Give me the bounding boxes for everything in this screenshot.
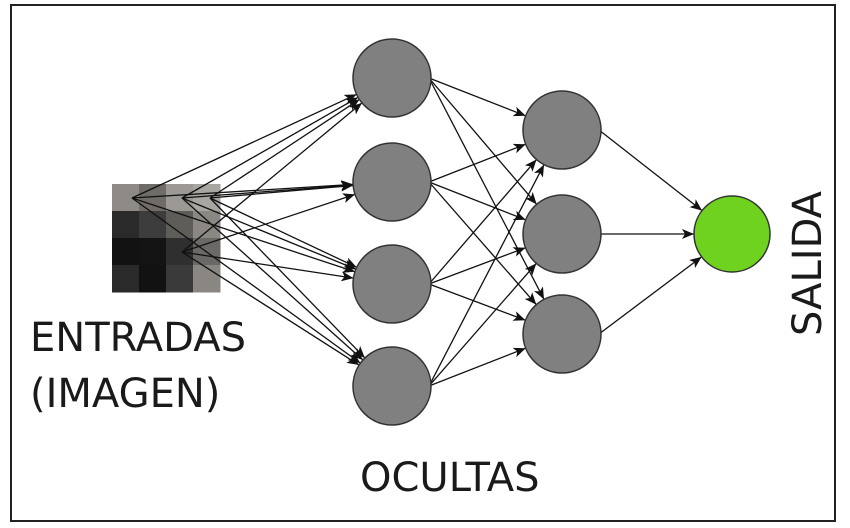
input-pixel	[112, 238, 140, 266]
edge-hidden1-hidden2	[428, 77, 526, 117]
input-pixel	[112, 211, 140, 239]
edge-input-hidden1	[181, 251, 360, 366]
edge-hidden1-hidden2	[428, 159, 538, 285]
edge-hidden1-hidden2	[428, 77, 545, 300]
output-node	[693, 195, 771, 273]
hidden-node-layer2	[522, 294, 602, 374]
edge-hidden1-hidden2	[428, 262, 537, 387]
nodes	[352, 38, 771, 426]
edge-hidden2-output	[598, 256, 703, 335]
input-pixel	[166, 211, 194, 239]
edge-hidden1-hidden2	[428, 77, 538, 205]
edge-input-hidden1	[209, 197, 358, 268]
edge-hidden1-hidden2	[428, 181, 526, 221]
input-pixel	[193, 265, 221, 293]
input-pixel	[193, 211, 221, 239]
edge-hidden1-hidden2	[428, 181, 537, 306]
edge-input-hidden1	[181, 197, 364, 361]
edge-input-hidden1	[181, 102, 363, 253]
input-pixel	[166, 238, 194, 266]
hidden-layer-label: OCULTAS	[360, 455, 540, 501]
output-label: SALIDA	[785, 190, 831, 336]
hidden-node-layer1	[352, 244, 432, 324]
edge-input-hidden1	[131, 93, 357, 199]
input-image	[112, 184, 221, 293]
edge-input-hidden1	[131, 180, 354, 199]
connections	[131, 77, 703, 387]
edge-input-hidden1	[181, 96, 359, 199]
edge-hidden1-hidden2	[428, 283, 526, 321]
edge-hidden1-hidden2	[428, 247, 526, 285]
edge-input-hidden1	[131, 197, 361, 364]
input-pixel	[112, 265, 140, 293]
edge-input-hidden1	[181, 251, 354, 282]
hidden-node-layer1	[352, 346, 432, 426]
edge-hidden2-output	[598, 129, 703, 212]
hidden-node-layer2	[522, 194, 602, 274]
edge-input-hidden1	[181, 180, 354, 199]
hidden-node-layer2	[522, 90, 602, 170]
edge-input-hidden1	[131, 197, 356, 273]
edge-input-hidden1	[209, 181, 354, 199]
hidden-node-layer1	[352, 38, 432, 118]
inputs-sublabel: (IMAGEN)	[30, 371, 221, 417]
edge-input-hidden1	[181, 197, 357, 270]
input-pixel	[166, 265, 194, 293]
input-pixel	[139, 238, 167, 266]
edge-hidden1-hidden2	[428, 143, 526, 183]
hidden-node-layer1	[352, 142, 432, 222]
edge-hidden1-hidden2	[428, 164, 545, 387]
edge-input-hidden1	[181, 193, 356, 253]
input-pixel	[139, 265, 167, 293]
inputs-label: ENTRADAS	[30, 315, 247, 361]
edge-input-hidden1	[209, 98, 360, 199]
input-pixel	[139, 211, 167, 239]
edge-input-hidden1	[209, 197, 366, 359]
edge-hidden1-hidden2	[428, 347, 526, 387]
